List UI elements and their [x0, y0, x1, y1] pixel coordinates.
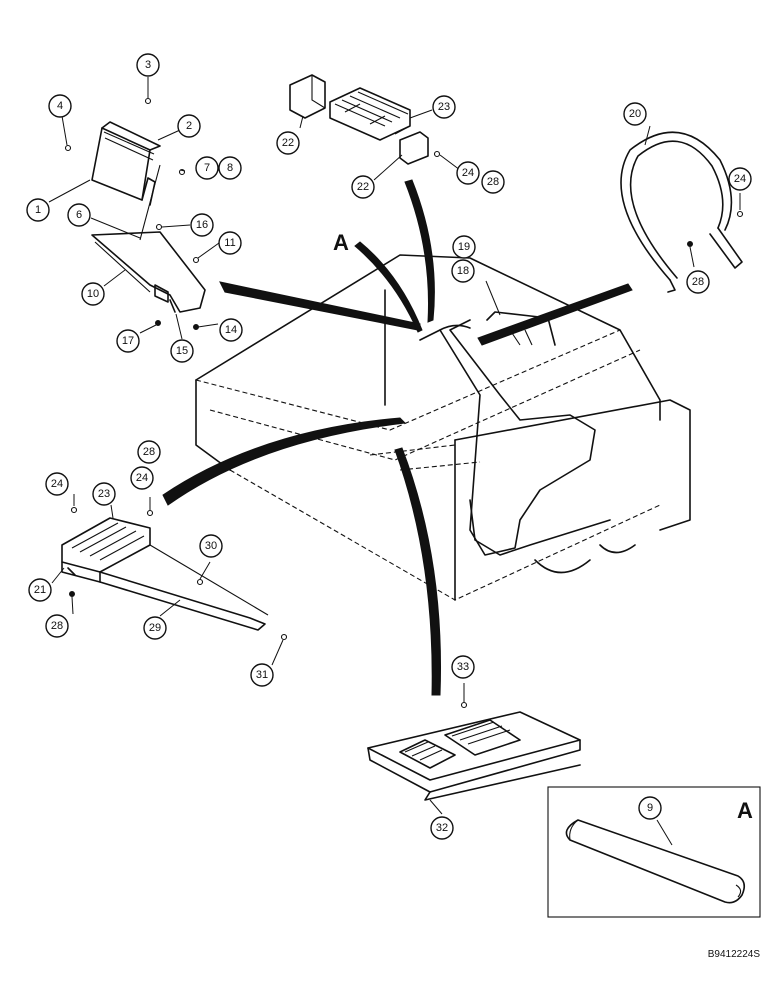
callout-28-lower-top[interactable]: 28 — [137, 440, 161, 464]
chassis-frame — [195, 254, 691, 601]
svg-text:11: 11 — [224, 237, 235, 249]
callout-6[interactable]: 6 — [67, 203, 91, 227]
callouts: 1 2 3 4 6 7 8 9 10 11 14 15 16 17 18 19 … — [26, 53, 752, 840]
svg-text:29: 29 — [149, 622, 161, 634]
svg-text:28: 28 — [487, 176, 499, 188]
callout-28-handle[interactable]: 28 — [686, 270, 710, 294]
top-step-assembly — [289, 74, 429, 165]
svg-text:15: 15 — [176, 345, 188, 357]
svg-text:2: 2 — [186, 120, 192, 132]
callout-1[interactable]: 1 — [26, 198, 50, 222]
callout-29[interactable]: 29 — [143, 616, 167, 640]
callout-32[interactable]: 32 — [430, 816, 454, 840]
callout-19[interactable]: 19 — [452, 235, 476, 259]
callout-28-lower-bottom[interactable]: 28 — [45, 614, 69, 638]
svg-text:24: 24 — [51, 478, 63, 490]
svg-text:20: 20 — [629, 108, 641, 120]
callout-8[interactable]: 8 — [218, 156, 242, 180]
document-number: B9412224S — [708, 949, 761, 960]
svg-text:7: 7 — [204, 162, 210, 174]
explosion-indicators — [162, 179, 633, 696]
callout-7[interactable]: 7 — [195, 156, 219, 180]
svg-text:8: 8 — [227, 162, 233, 174]
callout-22-bracket[interactable]: 22 — [351, 175, 375, 199]
callout-17[interactable]: 17 — [116, 329, 140, 353]
callout-30[interactable]: 30 — [199, 534, 223, 558]
callout-28-top[interactable]: 28 — [481, 170, 505, 194]
callout-23-lower[interactable]: 23 — [92, 482, 116, 506]
svg-text:32: 32 — [436, 822, 448, 834]
svg-text:14: 14 — [225, 324, 237, 336]
handle — [620, 131, 743, 293]
callout-21[interactable]: 21 — [28, 578, 52, 602]
fender-assembly — [91, 121, 206, 313]
svg-text:23: 23 — [438, 101, 450, 113]
callout-9[interactable]: 9 — [638, 796, 662, 820]
callout-24-lower-left[interactable]: 24 — [45, 472, 69, 496]
leader-lines — [48, 77, 741, 846]
callout-15[interactable]: 15 — [170, 339, 194, 363]
callout-4[interactable]: 4 — [48, 94, 72, 118]
svg-text:19: 19 — [458, 241, 470, 253]
svg-text:24: 24 — [136, 472, 148, 484]
callout-10[interactable]: 10 — [81, 282, 105, 306]
svg-text:21: 21 — [34, 584, 46, 596]
svg-text:31: 31 — [256, 669, 268, 681]
svg-text:33: 33 — [457, 661, 469, 673]
svg-text:17: 17 — [122, 335, 134, 347]
detail-a-inset — [547, 786, 761, 918]
callout-22-top[interactable]: 22 — [276, 131, 300, 155]
callout-31[interactable]: 31 — [250, 663, 274, 687]
svg-text:16: 16 — [196, 219, 208, 231]
svg-text:18: 18 — [457, 265, 469, 277]
svg-text:24: 24 — [734, 173, 746, 185]
callout-14[interactable]: 14 — [219, 318, 243, 342]
callout-33[interactable]: 33 — [451, 655, 475, 679]
callout-2[interactable]: 2 — [177, 114, 201, 138]
callout-11[interactable]: 11 — [218, 231, 242, 255]
svg-text:4: 4 — [57, 100, 63, 112]
svg-text:10: 10 — [87, 288, 99, 300]
svg-text:28: 28 — [692, 276, 704, 288]
svg-text:22: 22 — [282, 137, 294, 149]
lower-step-assembly — [61, 517, 269, 631]
callout-3[interactable]: 3 — [136, 53, 160, 77]
svg-text:30: 30 — [205, 540, 217, 552]
callout-24-top[interactable]: 24 — [456, 161, 480, 185]
callout-23-top[interactable]: 23 — [432, 95, 456, 119]
svg-text:6: 6 — [76, 209, 82, 221]
callout-20[interactable]: 20 — [623, 102, 647, 126]
svg-text:24: 24 — [462, 167, 474, 179]
callout-16[interactable]: 16 — [190, 213, 214, 237]
bottom-step-assembly — [367, 711, 581, 801]
detail-a-marker: A — [333, 230, 349, 255]
callout-18[interactable]: 18 — [451, 259, 475, 283]
callout-24-handle[interactable]: 24 — [728, 167, 752, 191]
svg-text:9: 9 — [647, 802, 653, 814]
detail-a-inset-label: A — [737, 798, 753, 823]
hardware-markers — [64, 97, 744, 709]
callout-24-lower-right[interactable]: 24 — [130, 466, 154, 490]
svg-text:23: 23 — [98, 488, 110, 500]
svg-text:28: 28 — [51, 620, 63, 632]
svg-text:28: 28 — [143, 446, 155, 458]
svg-text:22: 22 — [357, 181, 369, 193]
svg-text:1: 1 — [35, 204, 41, 216]
svg-text:3: 3 — [145, 59, 151, 71]
